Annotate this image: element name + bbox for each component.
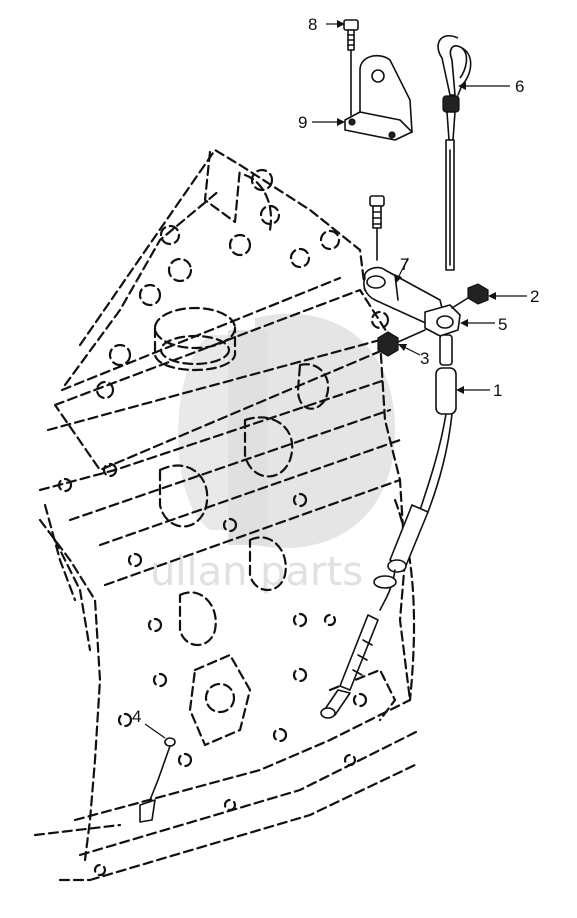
lower-tube-fitting-icon bbox=[320, 614, 379, 719]
sensor-icon bbox=[139, 737, 176, 823]
engine-block-outline bbox=[33, 148, 422, 882]
watermark-logo bbox=[178, 313, 395, 549]
callout-6: 6 bbox=[515, 77, 524, 96]
callout-1: 1 bbox=[493, 381, 502, 400]
bolt-3-icon bbox=[377, 329, 426, 357]
callout-3: 3 bbox=[420, 349, 429, 368]
tube-bracket-bolt-icon bbox=[369, 195, 385, 261]
watermark-text: ullan parts bbox=[150, 549, 363, 595]
callout-7: 7 bbox=[400, 255, 409, 274]
bolt-icon bbox=[343, 19, 359, 116]
dipstick-tube-icon bbox=[373, 334, 457, 611]
callout-9: 9 bbox=[298, 113, 307, 132]
callout-5: 5 bbox=[498, 315, 507, 334]
mounting-bracket-icon bbox=[344, 54, 413, 141]
dipstick-icon bbox=[437, 35, 472, 271]
callout-2: 2 bbox=[530, 287, 539, 306]
callout-4: 4 bbox=[132, 707, 141, 726]
nut-icon bbox=[451, 283, 489, 309]
leader-lines bbox=[144, 20, 527, 739]
callout-8: 8 bbox=[308, 15, 317, 34]
tube-bracket-icon bbox=[363, 266, 446, 326]
clamp-icon bbox=[424, 304, 461, 337]
callout-labels: 8 9 6 7 2 5 3 1 4 bbox=[132, 15, 539, 726]
